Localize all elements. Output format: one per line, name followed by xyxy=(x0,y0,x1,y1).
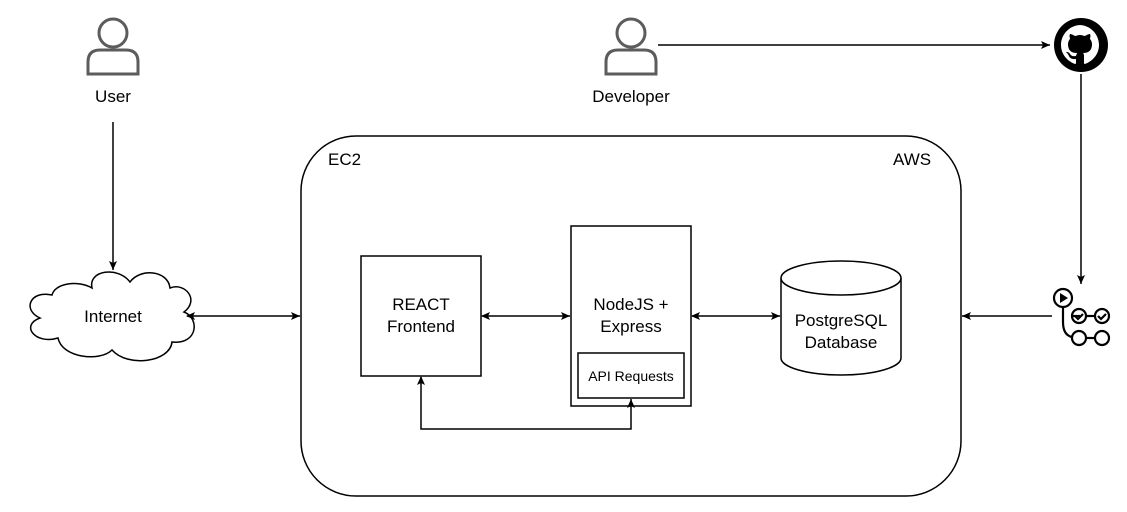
user-label: User xyxy=(95,87,131,106)
database-label-line1: PostgreSQL xyxy=(794,311,888,330)
frontend-api-loop-arrow xyxy=(417,376,635,430)
github-icon xyxy=(1054,18,1108,72)
github-actions-icon xyxy=(1052,287,1111,347)
backend-label-line1: NodeJS + xyxy=(593,295,669,314)
user-person-icon xyxy=(86,17,140,76)
database-cylinder xyxy=(780,260,902,376)
frontend-label-line2: Frontend xyxy=(386,317,456,336)
backend-label: NodeJS + Express xyxy=(571,294,691,338)
internet-label: Internet xyxy=(84,307,142,326)
database-label-line2: Database xyxy=(804,333,878,352)
frontend-label: REACT Frontend xyxy=(361,294,481,338)
aws-label: AWS xyxy=(893,150,932,169)
frontend-label-line1: REACT xyxy=(392,295,450,314)
developer-label: Developer xyxy=(592,87,670,106)
developer-person-icon xyxy=(604,17,658,76)
internet-cloud-icon xyxy=(29,271,195,362)
backend-label-line2: Express xyxy=(600,317,662,336)
api-requests-label: API Requests xyxy=(588,368,674,384)
database-label: PostgreSQL Database xyxy=(781,310,901,354)
ec2-label: EC2 xyxy=(328,150,362,169)
